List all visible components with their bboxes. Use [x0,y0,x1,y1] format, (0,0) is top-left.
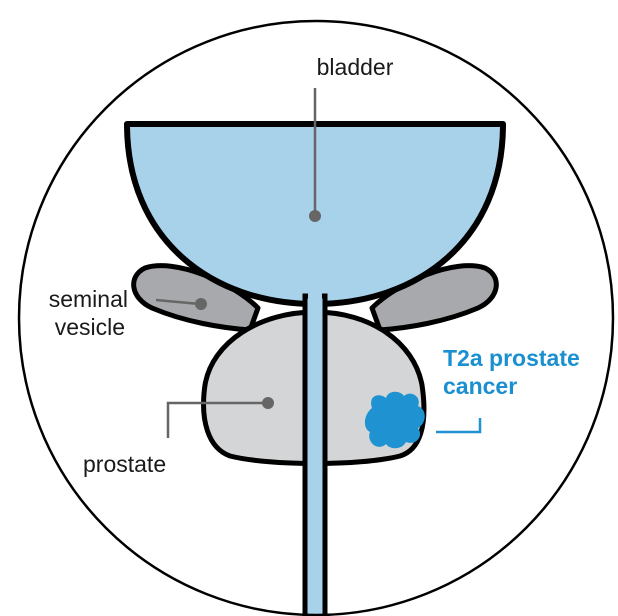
prostate-pointer-dot [262,397,274,409]
prostate-label: prostate [83,451,166,477]
cancer-leader-line [436,418,480,432]
tumor [365,392,425,449]
bladder-label: bladder [317,54,394,80]
vesicle-pointer-dot [195,298,207,310]
seminal-vesicle-label-line2: vesicle [55,314,125,340]
bladder-pointer-dot [309,210,321,222]
urethra [305,296,325,616]
cancer-label-line1: T2a prostate [443,345,580,371]
cancer-label-line2: cancer [443,373,517,399]
seminal-vesicle-label-line1: seminal [49,286,128,312]
